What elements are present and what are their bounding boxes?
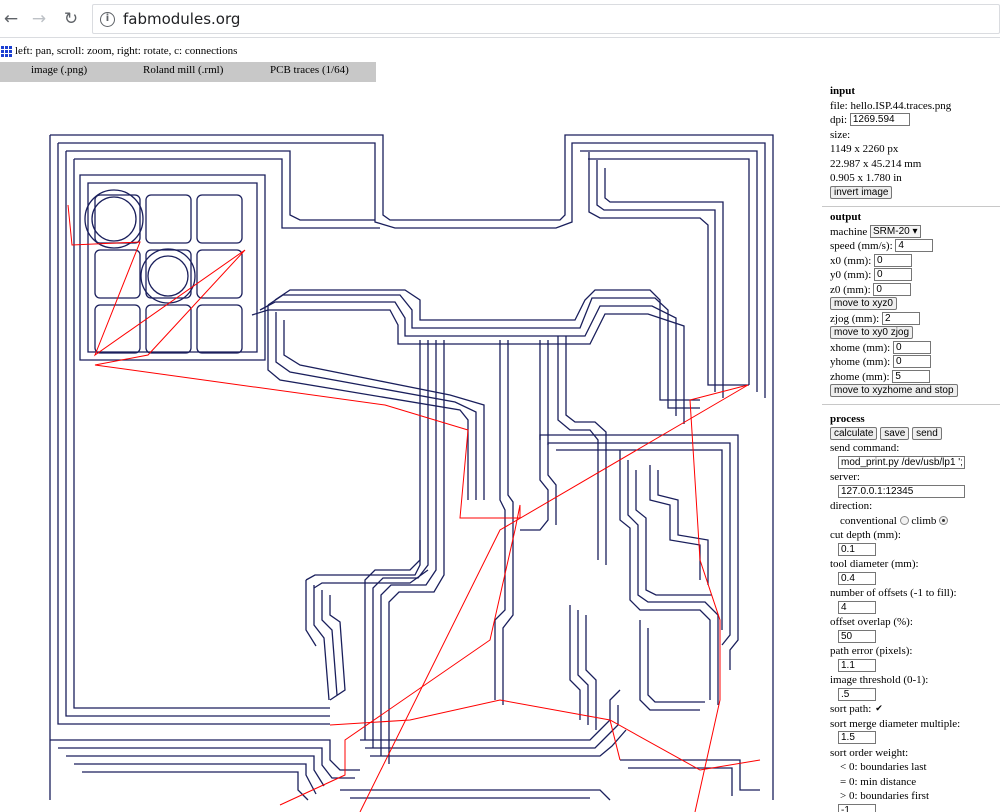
- sort-merge-input[interactable]: [838, 731, 876, 744]
- send-command-label: send command:: [830, 442, 900, 454]
- url-text: fabmodules.org: [123, 10, 241, 28]
- move-home-button[interactable]: move to xyzhome and stop: [830, 384, 958, 397]
- size-in: 0.905 x 1.780 in: [830, 172, 902, 184]
- sort-order-input[interactable]: [838, 803, 876, 812]
- sort-path-checkbox[interactable]: ✔: [875, 704, 883, 715]
- forward-arrow-icon[interactable]: →: [31, 9, 47, 29]
- send-button[interactable]: send: [912, 426, 942, 440]
- zhome-label: zhome (mm):: [830, 370, 890, 383]
- zhome-input[interactable]: [892, 369, 931, 383]
- input-section-title: input: [830, 85, 856, 97]
- sort-order-gt: > 0: boundaries first: [840, 790, 929, 802]
- zjog-input[interactable]: [881, 311, 920, 325]
- size-label: size:: [830, 128, 851, 141]
- z0-label: z0 (mm):: [830, 283, 871, 296]
- sort-merge-label: sort merge diameter multiple:: [830, 717, 961, 730]
- offsets-input[interactable]: [838, 600, 876, 614]
- climb-label: climb: [911, 514, 937, 527]
- y0-label: y0 (mm):: [830, 269, 872, 281]
- output-section-title: output: [830, 211, 862, 223]
- address-bar[interactable]: i fabmodules.org: [92, 4, 1000, 34]
- threshold-label: image threshold (0-1):: [830, 674, 929, 686]
- dpi-label: dpi:: [830, 114, 848, 126]
- threshold-input[interactable]: [838, 687, 876, 701]
- module-pcb-traces[interactable]: PCB traces (1/64): [270, 64, 349, 76]
- hint-text: left: pan, scroll: zoom, right: rotate, …: [15, 45, 238, 57]
- move-xyz0-button[interactable]: move to xyz0: [830, 297, 897, 310]
- conventional-radio[interactable]: [899, 516, 909, 526]
- save-button[interactable]: save: [880, 426, 910, 440]
- zjog-label: zjog (mm):: [830, 312, 880, 325]
- yhome-input[interactable]: [892, 355, 931, 368]
- divider: [822, 404, 1000, 405]
- process-section-title: process: [830, 413, 865, 425]
- path-error-input[interactable]: [838, 658, 876, 672]
- x0-label: x0 (mm):: [830, 254, 872, 267]
- offsets-label: number of offsets (-1 to fill):: [830, 587, 957, 599]
- overlap-input[interactable]: [838, 629, 876, 643]
- direction-label: direction:: [830, 500, 873, 512]
- output-panel: output machine SRM-20 ▾ speed (mm/s): x0…: [830, 210, 1000, 399]
- size-px: 1149 x 2260 px: [830, 143, 899, 155]
- calculate-button[interactable]: calculate: [830, 426, 878, 440]
- path-error-label: path error (pixels):: [830, 645, 913, 657]
- tool-diameter-label: tool diameter (mm):: [830, 558, 919, 570]
- sort-order-lt: < 0: boundaries last: [840, 761, 927, 773]
- sort-path-label: sort path:: [830, 703, 872, 715]
- machine-label: machine: [830, 225, 868, 238]
- process-panel: process calculate save send send command…: [830, 412, 1000, 812]
- x0-input[interactable]: [874, 253, 912, 267]
- move-xy0-zjog-button[interactable]: move to xy0 zjog: [830, 326, 914, 339]
- dpi-input[interactable]: [849, 113, 910, 126]
- conventional-label: conventional: [840, 514, 897, 527]
- cut-depth-label: cut depth (mm):: [830, 529, 901, 541]
- toolpath-traces: [49, 134, 774, 801]
- send-command-input[interactable]: [838, 455, 965, 469]
- xhome-label: xhome (mm):: [830, 341, 891, 354]
- module-bar: image (.png) Roland mill (.rml) PCB trac…: [0, 62, 376, 82]
- file-label: file: hello.ISP.44.traces.png: [830, 99, 952, 112]
- tool-diameter-input[interactable]: [838, 571, 876, 585]
- speed-label: speed (mm/s):: [830, 240, 893, 252]
- overlap-label: offset overlap (%):: [830, 616, 913, 628]
- speed-input[interactable]: [895, 239, 934, 252]
- browser-toolbar: ← → ↻ i fabmodules.org: [0, 0, 1000, 38]
- cut-depth-input[interactable]: [838, 542, 876, 556]
- toolpath-svg[interactable]: [0, 82, 822, 812]
- climb-radio[interactable]: [939, 516, 949, 526]
- grid-icon[interactable]: [1, 46, 12, 57]
- settings-panel: input file: hello.ISP.44.traces.png dpi:…: [830, 84, 1000, 200]
- server-input[interactable]: [838, 484, 965, 498]
- y0-input[interactable]: [874, 268, 912, 281]
- module-roland-mill[interactable]: Roland mill (.rml): [143, 64, 224, 76]
- sort-order-eq: = 0: min distance: [840, 775, 917, 788]
- reload-icon[interactable]: ↻: [63, 9, 79, 29]
- info-icon[interactable]: i: [100, 12, 115, 27]
- sort-order-label: sort order weight:: [830, 746, 909, 759]
- toolpath-canvas[interactable]: [0, 82, 822, 812]
- yhome-label: yhome (mm):: [830, 356, 891, 368]
- module-image[interactable]: image (.png): [31, 64, 88, 76]
- connection-lines: [67, 204, 761, 812]
- size-mm: 22.987 x 45.214 mm: [830, 157, 922, 170]
- invert-image-button[interactable]: invert image: [830, 185, 893, 199]
- server-label: server:: [830, 471, 860, 483]
- divider: [822, 206, 1000, 207]
- xhome-input[interactable]: [892, 340, 931, 354]
- machine-select[interactable]: SRM-20 ▾: [870, 224, 921, 238]
- z0-input[interactable]: [873, 282, 912, 296]
- back-arrow-icon[interactable]: ←: [3, 9, 19, 29]
